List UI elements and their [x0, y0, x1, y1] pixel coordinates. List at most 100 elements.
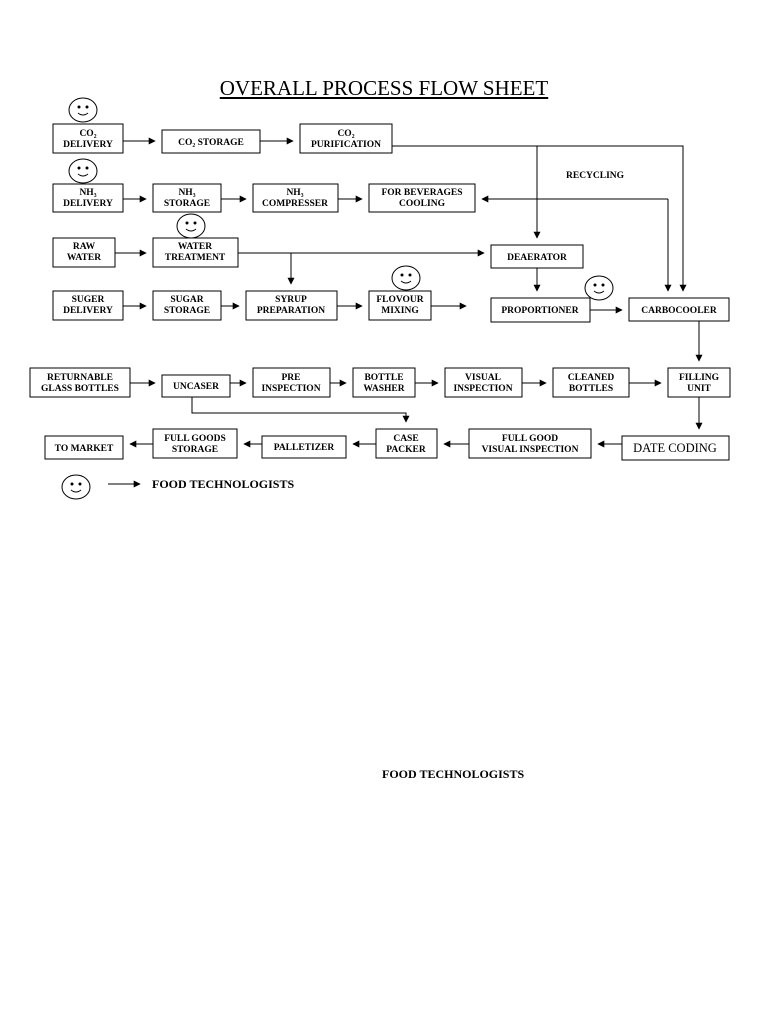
node-date-coding-label: DATE CODING	[633, 441, 717, 455]
node-nh3-compresser-line1: NH₃	[286, 188, 303, 198]
node-bottle-washer-line1: BOTTLE	[364, 373, 403, 383]
smiley-face-icon	[68, 158, 98, 184]
node-date-coding: DATE CODING	[621, 435, 730, 461]
node-co2-delivery-line2: DELIVERY	[63, 140, 113, 150]
svg-text:DEAERATOR: DEAERATOR	[507, 253, 567, 263]
node-suger-delivery-line1: SUGER	[72, 295, 105, 305]
node-returnable-bottles-line2: GLASS BOTTLES	[41, 384, 119, 394]
node-full-goods-storage-line2: STORAGE	[172, 445, 218, 455]
svg-text:PROPORTIONER: PROPORTIONER	[501, 306, 578, 316]
svg-text:CO₂ STORAGE: CO₂ STORAGE	[178, 138, 244, 148]
node-proportioner-label: PROPORTIONER	[501, 306, 578, 316]
node-beverages-cooling-line2: COOLING	[399, 199, 446, 209]
node-full-goods-storage-line1: FULL GOODS	[164, 434, 226, 444]
node-nh3-delivery-line2: DELIVERY	[63, 199, 113, 209]
node-proportioner: PROPORTIONER	[490, 297, 591, 323]
node-carbocooler-label: CARBOCOOLER	[641, 306, 717, 316]
node-flovour-mixing-line2: MIXING	[381, 306, 419, 316]
svg-text:PALLETIZER: PALLETIZER	[274, 443, 335, 453]
node-flovour-mixing-line1: FLOVOUR	[376, 295, 423, 305]
node-full-good-visual-line2: VISUAL INSPECTION	[482, 445, 579, 455]
node-water-treatment-line1: WATER	[178, 242, 212, 252]
edge-uncaser-to-case-packer	[191, 397, 410, 423]
legend-smiley-face-icon	[61, 474, 91, 500]
node-full-good-visual-line1: FULL GOOD	[502, 434, 558, 444]
node-carbocooler: CARBOCOOLER	[628, 297, 730, 322]
node-syrup-preparation-line2: PREPARATION	[257, 306, 325, 316]
node-cleaned-bottles-line1: CLEANED	[568, 373, 615, 383]
node-case-packer-line1: CASE	[393, 434, 418, 444]
node-co2-delivery-line1: CO₂	[79, 129, 96, 139]
node-raw-water-line2: WATER	[67, 253, 101, 263]
node-co2-purification-line1: CO₂	[337, 129, 354, 139]
recycling-label: RECYCLING	[566, 171, 625, 181]
smiley-face-icon	[176, 213, 206, 239]
node-nh3-storage-line2: STORAGE	[164, 199, 210, 209]
node-suger-delivery-line2: DELIVERY	[63, 306, 113, 316]
footer-label: FOOD TECHNOLOGISTS	[382, 767, 525, 781]
node-nh3-storage-line1: NH₃	[178, 188, 195, 198]
svg-text:TO MARKET: TO MARKET	[55, 444, 114, 454]
node-nh3-delivery-line1: NH₃	[79, 188, 96, 198]
node-filling-unit-line2: UNIT	[687, 384, 711, 394]
node-uncaser: UNCASER	[161, 374, 231, 398]
node-co2-storage: CO₂ STORAGE	[161, 129, 261, 154]
node-raw-water-line1: RAW	[73, 242, 96, 252]
node-palletizer: PALLETIZER	[261, 435, 347, 459]
node-case-packer-line2: PACKER	[386, 445, 426, 455]
node-co2-purification-line2: PURIFICATION	[311, 140, 381, 150]
node-bottle-washer-line2: WASHER	[363, 384, 404, 394]
node-co2-storage-label: CO₂ STORAGE	[178, 138, 244, 148]
svg-text:DATE CODING: DATE CODING	[633, 441, 717, 455]
node-deaerator: DEAERATOR	[490, 244, 584, 269]
legend-label: FOOD TECHNOLOGISTS	[152, 477, 295, 491]
node-to-market-label: TO MARKET	[55, 444, 114, 454]
node-to-market: TO MARKET	[44, 435, 124, 460]
node-visual-inspection-line1: VISUAL	[465, 373, 501, 383]
svg-text:UNCASER: UNCASER	[173, 382, 219, 392]
node-nh3-compresser-line2: COMPRESSER	[262, 199, 328, 209]
edge-purification-to-carbocooler	[392, 145, 687, 292]
smiley-face-icon	[584, 275, 614, 301]
node-palletizer-label: PALLETIZER	[274, 443, 335, 453]
smiley-face-icon	[391, 265, 421, 291]
node-beverages-cooling-line1: FOR BEVERAGES	[381, 188, 462, 198]
node-returnable-bottles-line1: RETURNABLE	[47, 373, 113, 383]
svg-text:CARBOCOOLER: CARBOCOOLER	[641, 306, 717, 316]
